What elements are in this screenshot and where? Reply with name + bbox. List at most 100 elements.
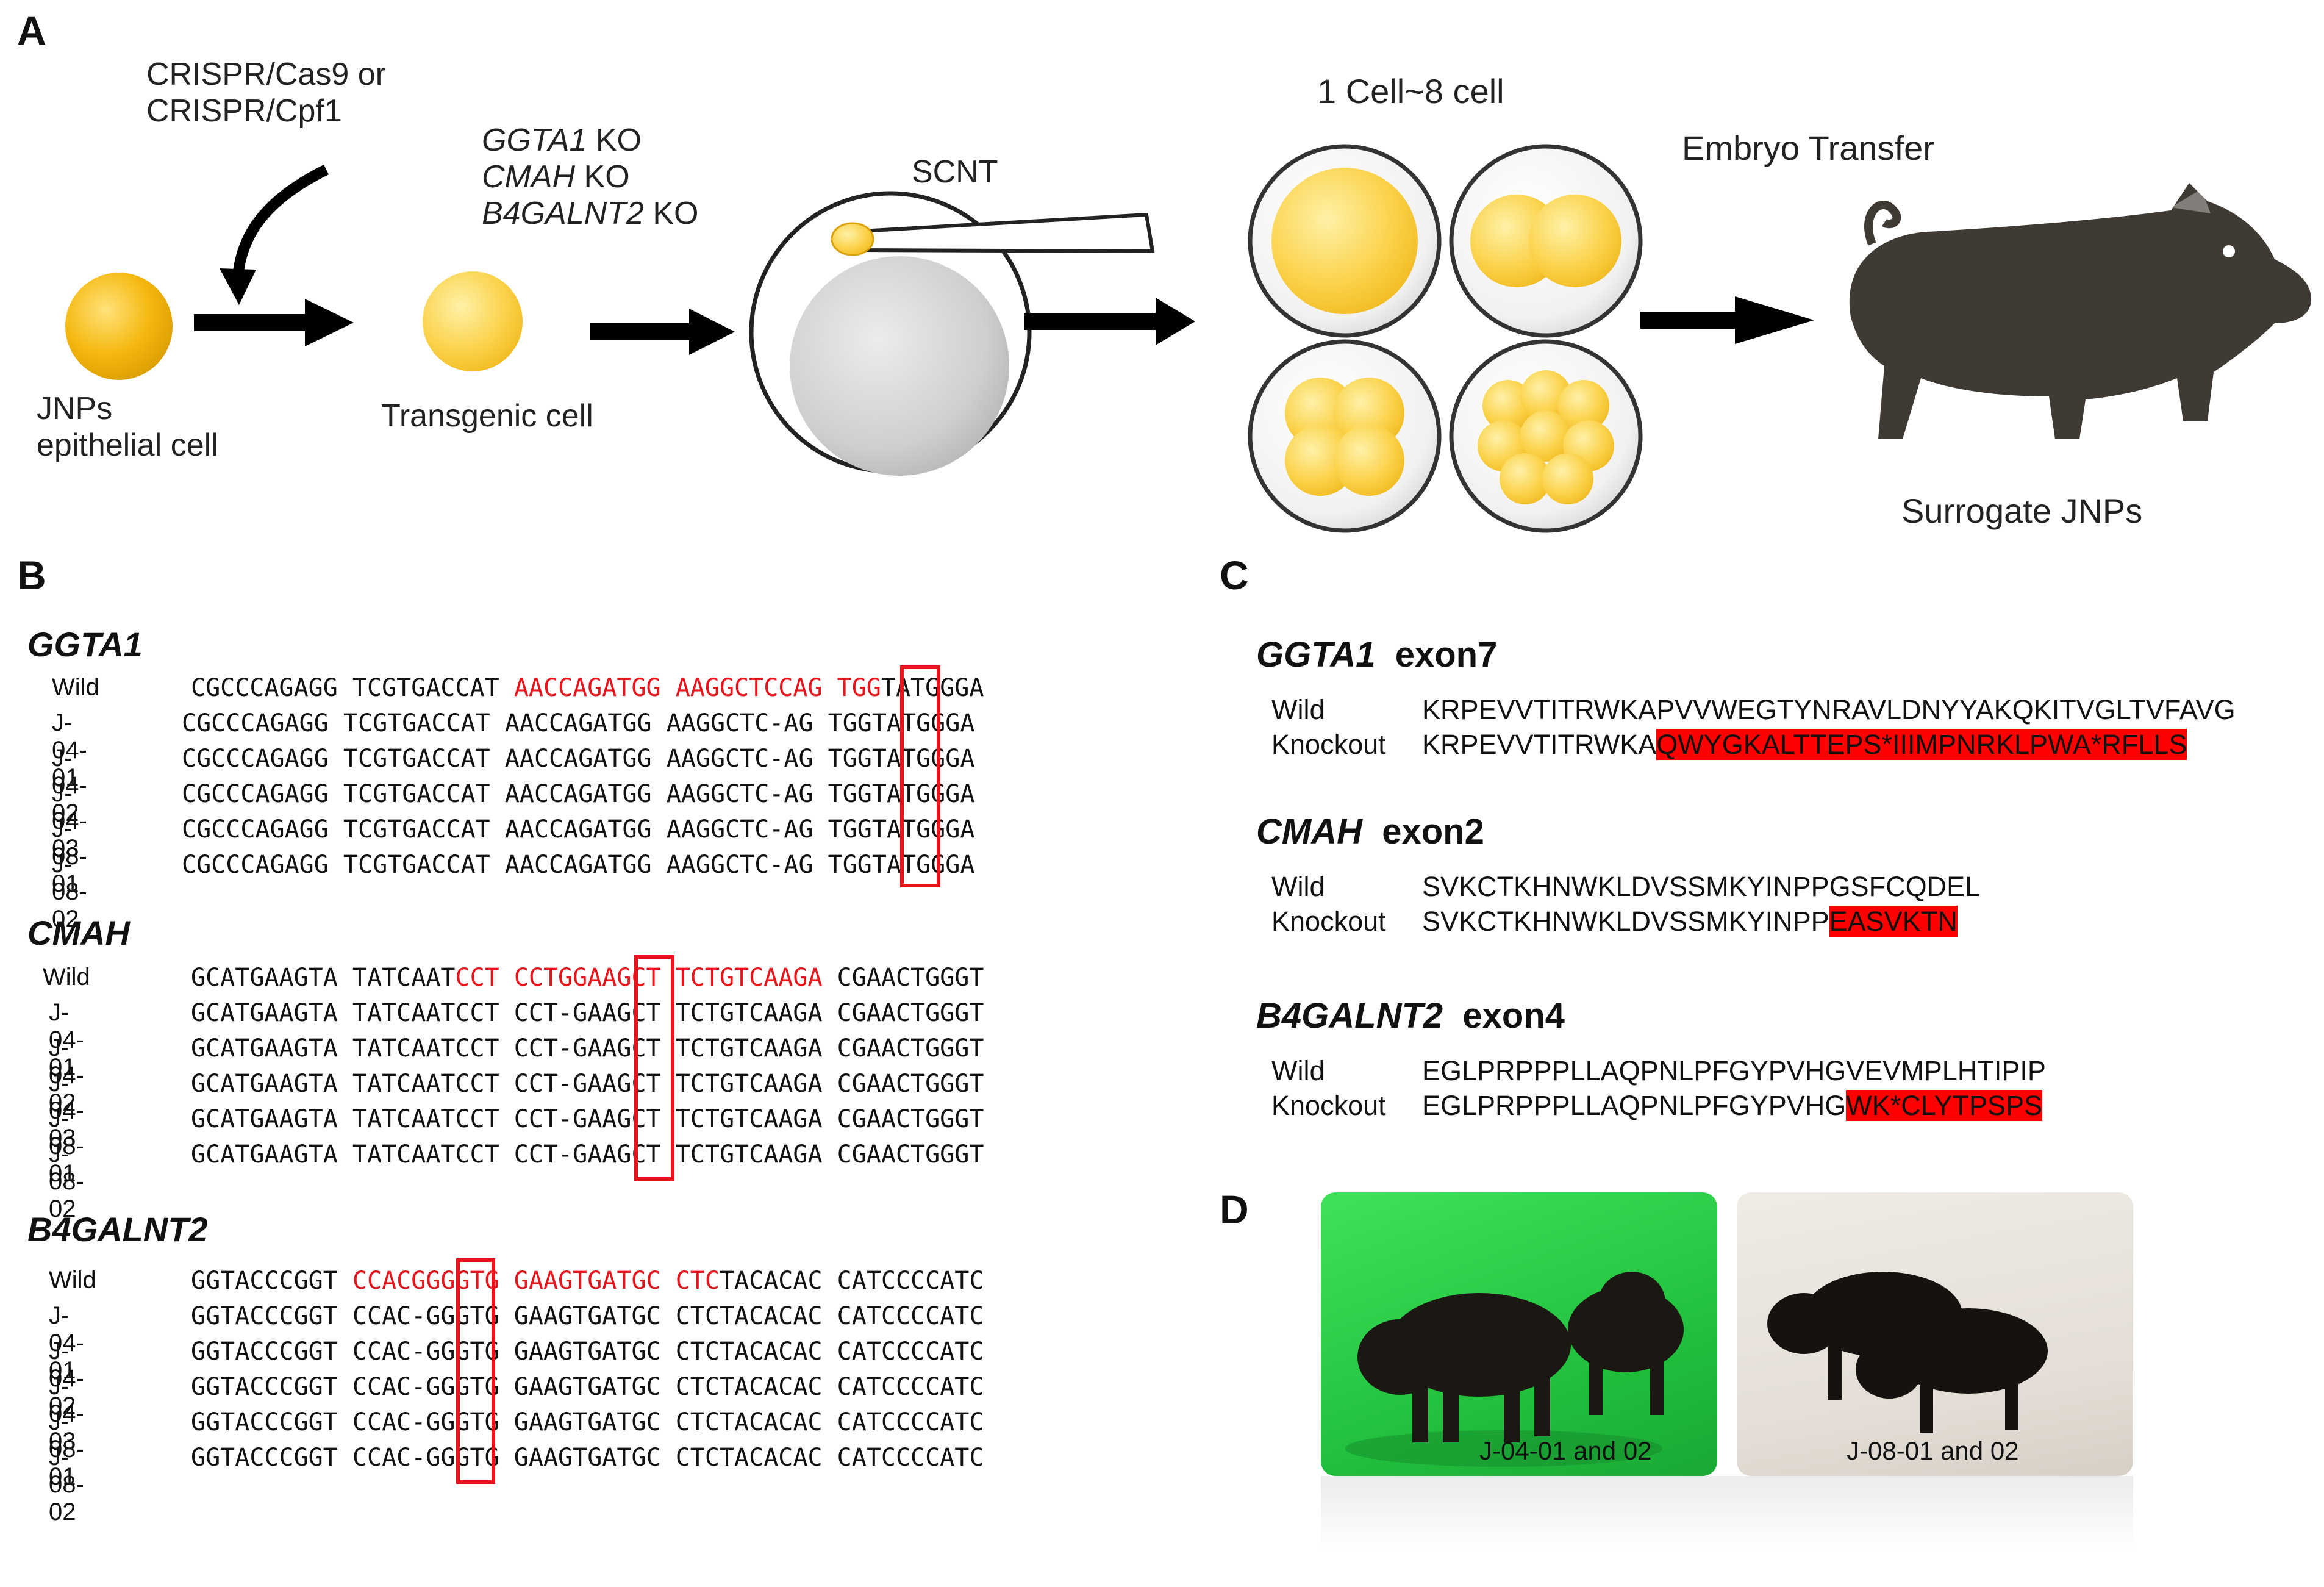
gene-title-ggta1: GGTA1 — [27, 625, 143, 664]
pig-silhouette-icon — [1849, 183, 2311, 439]
row-label: J-08-01 — [49, 1105, 84, 1187]
row-label: J-08-01 — [52, 815, 87, 897]
seq-wild: GGTACCCGGT CCACGGGGTG GAAGTGATGC CTCTACA… — [191, 1267, 984, 1295]
row-label: J-04-02 — [52, 745, 87, 826]
crispr-line-2: CRISPR/Cpf1 — [146, 93, 342, 129]
piglets-image-2 — [1767, 1272, 2048, 1433]
gene-title-b4galnt2: B4GALNT2 — [27, 1210, 208, 1248]
photo-caption: J-08-01 and 02 — [1847, 1436, 2019, 1465]
arrow-1-head — [305, 299, 354, 346]
row-label: J-04-03 — [49, 1070, 84, 1152]
ko-line-ggta1: GGTA1 KO — [482, 123, 642, 158]
crispr-line-1: CRISPR/Cas9 or — [146, 57, 386, 92]
frameshift-highlight: QWYGKALTTEPS*IIIMPNRKLPWA*RFLLS — [1656, 729, 2187, 760]
protein-cmah: CMAH exon2 Wild SVKCTKHNWKLDVSSMKYINPPGS… — [1256, 811, 1980, 937]
frameshift-highlight: WK*CLYTPSPS — [1846, 1090, 2043, 1121]
deletion-box — [456, 1258, 495, 1484]
row-label: J-08-01 — [49, 1408, 84, 1490]
photo-caption: J-04-01 and 02 — [1479, 1436, 1652, 1465]
protein-ko-seq: KRPEVVTITRWKAQWYGKALTTEPS*IIIMPNRKLPWA*R… — [1422, 729, 2187, 760]
seq-row: CGCCCAGAGG TCGTGACCAT AACCAGATGG AAGGCTC… — [182, 709, 975, 737]
transgenic-cell-label: Transgenic cell — [381, 398, 593, 434]
protein-title: GGTA1 exon7 — [1256, 635, 1498, 675]
seq-row: CGCCCAGAGG TCGTGACCAT AACCAGATGG AAGGCTC… — [182, 780, 975, 808]
row-label: J-04-01 — [49, 1302, 84, 1384]
seq-row: GGTACCCGGT CCAC-GGGTG GAAGTGATGC CTCTACA… — [191, 1408, 984, 1436]
seq-row: GCATGAAGTA TATCAATCCT CCT-GAAGCT TCTGTCA… — [191, 999, 984, 1027]
ko-gene-list: GGTA1 KO CMAH KO B4GALNT2 KO — [482, 122, 698, 232]
seq-row: GGTACCCGGT CCAC-GGGTG GAAGTGATGC CTCTACA… — [191, 1338, 984, 1366]
crispr-label: CRISPR/Cas9 or CRISPR/Cpf1 — [146, 56, 386, 129]
scnt-label: SCNT — [912, 154, 998, 190]
protein-wild-label: Wild — [1271, 871, 1325, 902]
transgenic-cell-icon — [423, 271, 523, 371]
embryo-stage-label: 1 Cell~8 cell — [1317, 72, 1504, 110]
row-label-wild: Wild — [43, 964, 90, 991]
seq-row: GGTACCCGGT CCAC-GGGTG GAAGTGATGC CTCTACA… — [191, 1302, 984, 1330]
protein-ko-seq: SVKCTKHNWKLDVSSMKYINPPEASVKTN — [1422, 906, 1958, 937]
protein-ko-label: Knockout — [1271, 729, 1386, 760]
seq-row: GCATGAAGTA TATCAATCCT CCT-GAAGCT TCTGTCA… — [191, 1105, 984, 1133]
oocyte-inner — [790, 256, 1009, 476]
row-label: J-04-01 — [52, 709, 87, 791]
panel-a-label: A — [17, 8, 46, 53]
arrow-2-head — [689, 309, 735, 355]
deletion-box — [634, 955, 674, 1181]
row-label: J-04-03 — [49, 1373, 84, 1455]
protein-wild-seq: SVKCTKHNWKLDVSSMKYINPPGSFCQDEL — [1422, 871, 1981, 902]
crispr-arrow-head — [220, 268, 256, 305]
ko-line-b4galnt2: B4GALNT2 KO — [482, 196, 699, 231]
guide-sequence: AACCAGATGG AAGGCTCCAG TGG — [513, 674, 881, 702]
seq-row: CGCCCAGAGG TCGTGACCAT AACCAGATGG AAGGCTC… — [182, 851, 975, 879]
donor-nucleus — [831, 222, 874, 256]
row-label-wild: Wild — [49, 1267, 96, 1294]
protein-ggta1: GGTA1 exon7 Wild KRPEVVTITRWKAPVVWEGTYNR… — [1256, 634, 2236, 760]
seq-row: GCATGAAGTA TATCAATCCT CCT-GAAGCT TCTGTCA… — [191, 1070, 984, 1098]
ko-line-cmah: CMAH KO — [482, 159, 630, 195]
protein-ko-label: Knockout — [1271, 1090, 1386, 1121]
crispr-curved-arrow — [232, 164, 329, 278]
guide-sequence: CCT CCTGGAAGCT TCTGTCAAGA — [455, 964, 823, 992]
embryo-4-cell — [1248, 339, 1442, 533]
epithelial-label-line-2: epithelial cell — [37, 428, 218, 463]
row-label: J-04-01 — [49, 999, 84, 1081]
seq-wild: GCATGAAGTA TATCAATCCT CCTGGAAGCT TCTGTCA… — [191, 964, 984, 992]
epithelial-cell — [65, 273, 173, 380]
seq-row: GGTACCCGGT CCAC-GGGTG GAAGTGATGC CTCTACA… — [191, 1444, 984, 1472]
row-label: J-08-02 — [49, 1444, 84, 1525]
surrogate-label: Surrogate JNPs — [1901, 492, 2143, 530]
guide-sequence: CCACGGGGTG GAAGTGATGC CTC — [352, 1267, 720, 1295]
seq-row: CGCCCAGAGG TCGTGACCAT AACCAGATGG AAGGCTC… — [182, 815, 975, 844]
frameshift-highlight: EASVKTN — [1829, 906, 1958, 937]
seq-row: GCATGAAGTA TATCAATCCT CCT-GAAGCT TCTGTCA… — [191, 1141, 984, 1169]
embryo-1-cell — [1248, 144, 1442, 338]
gene-title-cmah: CMAH — [27, 914, 130, 952]
seq-wild: CGCCCAGAGG TCGTGACCAT AACCAGATGG AAGGCTC… — [191, 674, 984, 702]
epithelial-cell-label: JNPs epithelial cell — [37, 390, 218, 464]
panel-a-diagram — [65, 144, 2311, 533]
panel-d-label: D — [1220, 1187, 1249, 1232]
row-label: J-08-02 — [52, 851, 87, 933]
protein-wild-seq: KRPEVVTITRWKAPVVWEGTYNRAVLDNYYAKQKITVGLT… — [1422, 694, 2236, 725]
epithelial-label-line-1: JNPs — [37, 391, 113, 426]
embryo-2-cell — [1449, 144, 1643, 338]
arrow-3-head — [1156, 298, 1195, 345]
protein-ko-seq: EGLPRPPPLLAQPNLPFGYPVHGWK*CLYTPSPS — [1422, 1090, 2043, 1121]
seq-row: GCATGAAGTA TATCAATCCT CCT-GAAGCT TCTGTCA… — [191, 1034, 984, 1062]
piglet-photo-2: J-08-01 and 02 — [1737, 1192, 2133, 1476]
row-label: J-08-02 — [49, 1141, 84, 1222]
panel-c-label: C — [1220, 553, 1249, 598]
row-label-wild: Wild — [52, 674, 99, 701]
seq-row: CGCCCAGAGG TCGTGACCAT AACCAGATGG AAGGCTC… — [182, 745, 975, 773]
embryo-transfer-label: Embryo Transfer — [1682, 129, 1934, 167]
photo-reflection — [1321, 1476, 2133, 1549]
piglet-photo-1: J-04-01 and 02 — [1321, 1192, 1717, 1476]
protein-title: CMAH exon2 — [1256, 812, 1484, 851]
row-label: J-04-02 — [49, 1338, 84, 1419]
protein-ko-label: Knockout — [1271, 906, 1386, 937]
embryo-8-cell — [1449, 339, 1643, 533]
seq-row: GGTACCCGGT CCAC-GGGTG GAAGTGATGC CTCTACA… — [191, 1373, 984, 1401]
protein-wild-label: Wild — [1271, 694, 1325, 725]
deletion-box — [900, 665, 940, 887]
protein-wild-label: Wild — [1271, 1055, 1325, 1086]
